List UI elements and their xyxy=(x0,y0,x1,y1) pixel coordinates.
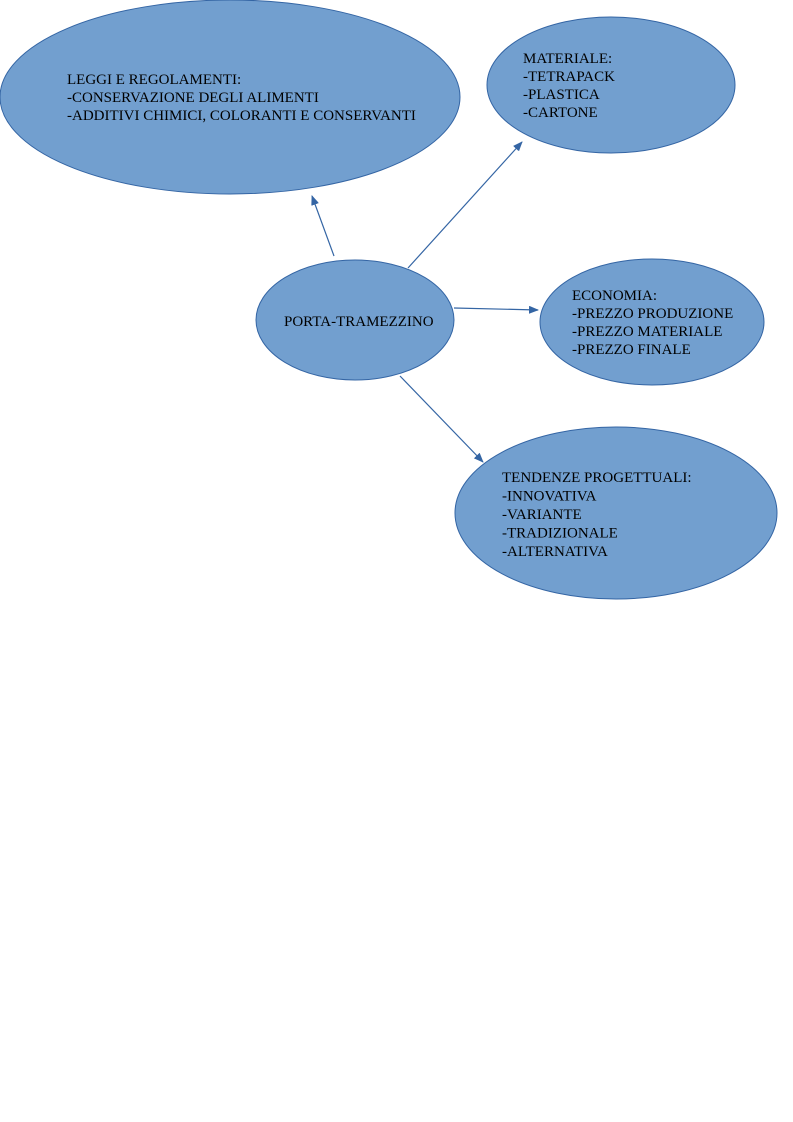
node-leggi-shape xyxy=(0,0,461,195)
node-leggi: LEGGI E REGOLAMENTI: -CONSERVAZIONE DEGL… xyxy=(0,0,461,195)
node-tendenze-line: TENDENZE PROGETTUALI: xyxy=(502,470,692,486)
node-leggi-line: -ADDITIVI CHIMICI, COLORANTI E CONSERVAN… xyxy=(67,108,416,124)
node-materiale: MATERIALE: -TETRAPACK -PLASTICA -CARTONE xyxy=(486,16,736,154)
arrow-to-tendenze xyxy=(399,375,484,463)
node-economia-line: ECONOMIA: xyxy=(572,288,657,304)
node-economia-line: -PREZZO PRODUZIONE xyxy=(572,306,733,322)
node-economia-line: -PREZZO MATERIALE xyxy=(572,324,722,340)
node-tendenze-line: -INNOVATIVA xyxy=(502,489,597,505)
node-center-label: PORTA-TRAMEZZINO xyxy=(284,314,434,330)
arrow-to-leggi xyxy=(311,195,335,257)
node-economia: ECONOMIA: -PREZZO PRODUZIONE -PREZZO MAT… xyxy=(539,258,765,386)
node-tendenze-text: TENDENZE PROGETTUALI: -INNOVATIVA -VARIA… xyxy=(502,470,695,560)
node-tendenze-line: -VARIANTE xyxy=(502,507,582,523)
node-tendenze-shape xyxy=(454,426,778,600)
node-center-shape xyxy=(255,259,455,381)
node-tendenze-line: -ALTERNATIVA xyxy=(502,544,608,560)
node-leggi-line: -CONSERVAZIONE DEGLI ALIMENTI xyxy=(67,90,319,106)
arrow-to-economia xyxy=(453,305,539,314)
node-tendenze: TENDENZE PROGETTUALI: -INNOVATIVA -VARIA… xyxy=(454,426,778,600)
node-economia-text: ECONOMIA: -PREZZO PRODUZIONE -PREZZO MAT… xyxy=(572,288,737,358)
node-materiale-line: -PLASTICA xyxy=(523,87,600,103)
arrow-to-materiale xyxy=(407,141,523,269)
node-tendenze-line: -TRADIZIONALE xyxy=(502,526,618,542)
node-materiale-line: -TETRAPACK xyxy=(523,69,615,85)
node-leggi-text: LEGGI E REGOLAMENTI: -CONSERVAZIONE DEGL… xyxy=(67,72,416,124)
node-materiale-line: -CARTONE xyxy=(523,105,598,121)
node-leggi-line: LEGGI E REGOLAMENTI: xyxy=(67,72,241,88)
node-economia-shape xyxy=(539,258,765,386)
node-center: PORTA-TRAMEZZINO xyxy=(255,259,455,381)
node-materiale-shape xyxy=(486,16,736,154)
node-economia-line: -PREZZO FINALE xyxy=(572,342,691,358)
node-materiale-text: MATERIALE: -TETRAPACK -PLASTICA -CARTONE xyxy=(523,51,619,121)
node-materiale-line: MATERIALE: xyxy=(523,51,612,67)
